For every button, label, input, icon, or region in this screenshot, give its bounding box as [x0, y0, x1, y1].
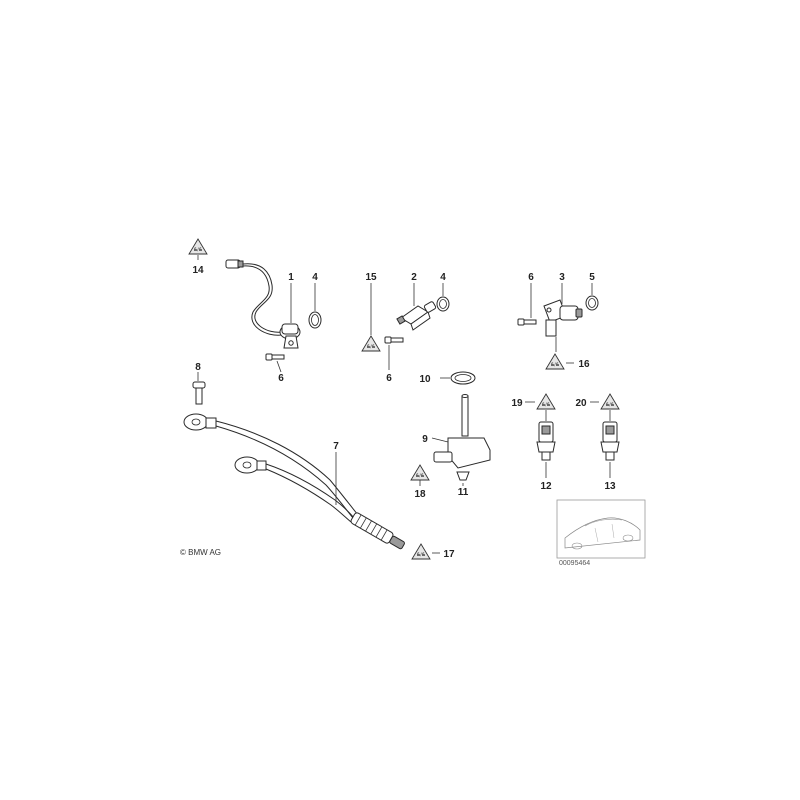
oil-sensor-probe — [461, 395, 469, 437]
svg-text:&/&: &/& — [194, 247, 203, 252]
sensor-1-hole — [288, 340, 294, 346]
tool-triangle-14: &/& — [188, 238, 208, 255]
callout-7: 7 — [333, 441, 339, 452]
callout-10: 10 — [419, 374, 431, 385]
nut-11 — [456, 471, 470, 481]
o-ring-10 — [450, 371, 476, 385]
knock-sensor-a — [183, 413, 209, 431]
tool-triangle-20: &/& — [600, 393, 620, 410]
bolt-8 — [192, 381, 206, 405]
callout-16: 16 — [578, 359, 590, 370]
sensor-3-tip — [575, 308, 583, 318]
callout-15: 15 — [365, 272, 377, 283]
callout-20: 20 — [575, 398, 587, 409]
callout-5: 5 — [589, 272, 595, 283]
sensor-assembly-2 — [370, 283, 450, 370]
diagram-id-label: 00095464 — [559, 560, 590, 567]
callout-18: 18 — [414, 489, 426, 500]
callout-12: 12 — [540, 481, 552, 492]
knock-sensor-b-neck — [256, 460, 267, 471]
knock-sensor-a-neck — [205, 417, 217, 429]
harness-sleeve — [350, 512, 405, 550]
sensor-1-head — [281, 323, 299, 335]
oil-level-sensor — [419, 371, 491, 486]
pressure-switch-13 — [600, 410, 620, 478]
sensor-assembly-1 — [197, 255, 322, 373]
callout-4a: 4 — [312, 272, 318, 283]
o-ring-4a — [308, 311, 322, 329]
tool-triangle-16: &/& — [545, 353, 565, 370]
sensor-1-cable-2 — [242, 265, 283, 336]
vehicle-thumbnail — [556, 499, 646, 559]
tool-triangle-17: &/& — [411, 543, 431, 560]
knock-sensor-harness — [183, 372, 405, 550]
callout-14: 14 — [192, 265, 204, 276]
svg-text:&/&: &/& — [367, 344, 376, 349]
pressure-switch-12 — [536, 410, 556, 478]
screw-6a — [265, 353, 285, 361]
svg-text:&/&: &/& — [551, 362, 560, 367]
screw-6b — [384, 336, 404, 344]
oil-sensor-housing — [447, 437, 491, 469]
sensor-3-plug — [545, 319, 557, 337]
callout-6a: 6 — [278, 373, 284, 384]
oil-sensor-connector — [433, 451, 453, 463]
callout-1: 1 — [288, 272, 294, 283]
harness-cable-a — [215, 420, 359, 516]
tool-triangle-15: &/& — [361, 335, 381, 352]
sensor-1-connector-tip — [237, 260, 244, 268]
sensor-1-cable — [242, 263, 283, 333]
svg-text:&/&: &/& — [606, 402, 615, 407]
callout-6b: 6 — [386, 373, 392, 384]
callout-9: 9 — [422, 434, 428, 445]
callout-6c: 6 — [528, 272, 534, 283]
screw-6c — [517, 318, 537, 326]
callout-2: 2 — [411, 272, 417, 283]
tool-triangle-18: &/& — [410, 464, 430, 481]
harness-cable-b — [265, 463, 356, 520]
sensor-2-tip — [423, 301, 437, 313]
svg-text:&/&: &/& — [542, 402, 551, 407]
tool-triangle-19: &/& — [536, 393, 556, 410]
sensor-3-hole — [546, 307, 552, 313]
sensor-assembly-3 — [517, 283, 599, 352]
o-ring-4b — [436, 296, 450, 312]
sensor-2-plug — [396, 315, 406, 325]
callout-3: 3 — [559, 272, 565, 283]
copyright-label: © BMW AG — [180, 548, 221, 557]
o-ring-5 — [585, 295, 599, 311]
callout-17: 17 — [443, 549, 455, 560]
harness-cable-a2 — [215, 425, 354, 519]
sensor-2-side — [410, 311, 431, 331]
callout-8: 8 — [195, 362, 201, 373]
sensor-3-body — [559, 305, 579, 321]
svg-text:&/&: &/& — [417, 552, 426, 557]
svg-text:&/&: &/& — [416, 473, 425, 478]
knock-sensor-b — [234, 456, 260, 474]
callout-11: 11 — [458, 487, 469, 498]
callout-13: 13 — [604, 481, 616, 492]
callout-4b: 4 — [440, 272, 446, 283]
callout-19: 19 — [511, 398, 523, 409]
harness-cable-b2 — [265, 468, 352, 523]
